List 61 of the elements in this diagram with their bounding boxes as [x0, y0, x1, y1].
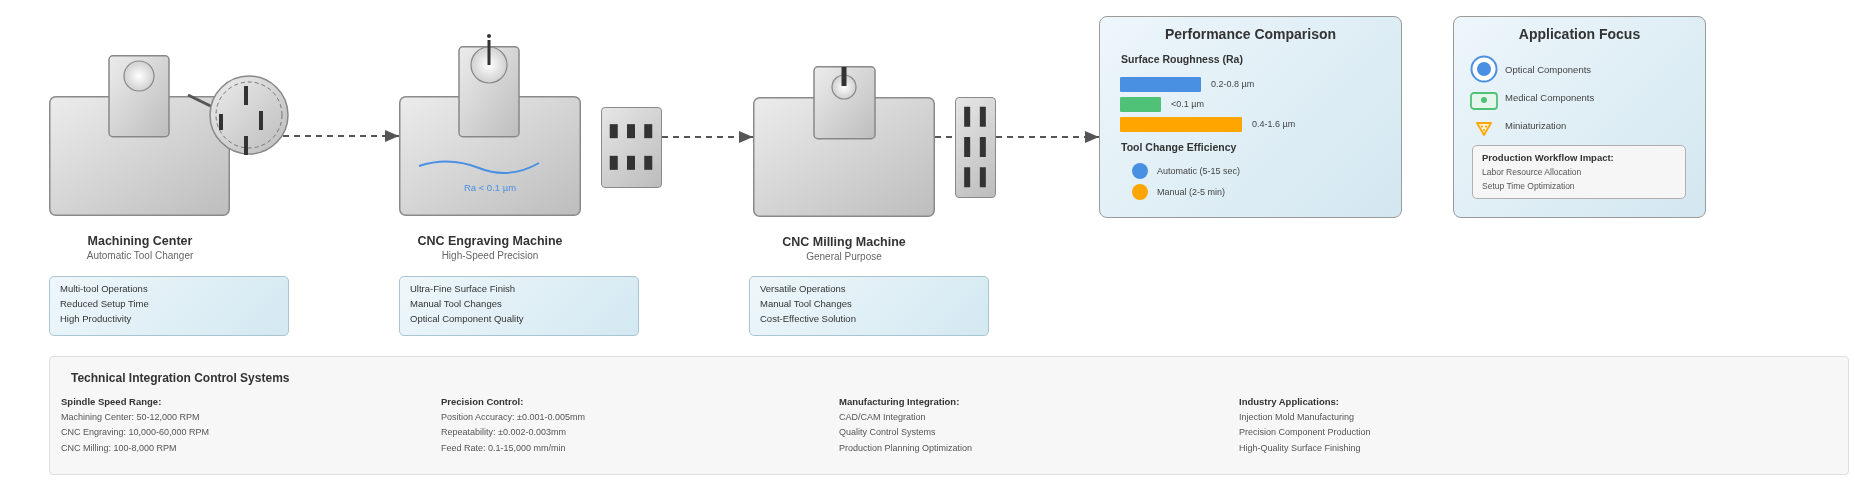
machine-title: Machining Center — [87, 233, 193, 249]
panel-title: Technical Integration Control Systems — [71, 371, 290, 385]
feature-text: Ultra-Fine Surface Finish — [410, 282, 517, 296]
tool-rack — [955, 97, 996, 198]
legend-label: Automatic (5-15 sec) — [1157, 166, 1241, 176]
bar-value-label: <0.1 µm — [1171, 99, 1204, 109]
column-text: Repeatability: ±0.002-0.003mm — [441, 427, 566, 437]
column-text: Machining Center: 50-12,000 RPM — [61, 411, 200, 422]
column-text: Production Planning Optimization — [839, 442, 973, 453]
feature-text: Manual Tool Changes — [410, 297, 503, 311]
feature-list-box — [49, 276, 289, 336]
feature-list-box — [399, 276, 639, 336]
column-heading: Industry Applications: — [1239, 396, 1339, 407]
section-heading: Tool Change Efficiency — [1121, 141, 1237, 153]
column-heading: Spindle Speed Range: — [61, 396, 162, 407]
column-text: Position Accuracy: ±0.001-0.005mm — [441, 411, 585, 422]
column-text: Injection Mold Manufacturing — [1239, 411, 1355, 422]
column-text: Precision Component Production — [1239, 427, 1371, 437]
impact-text: Labor Resource Allocation — [1482, 166, 1583, 179]
performance-panel — [1099, 16, 1402, 218]
column-text: High-Quality Surface Finishing — [1239, 442, 1361, 453]
column-heading: Precision Control: — [441, 396, 524, 407]
feature-text: Multi-tool Operations — [60, 282, 149, 296]
column-text: CNC Milling: 100-8,000 RPM — [61, 442, 177, 453]
machine-subtitle: Automatic Tool Changer — [86, 249, 194, 263]
bar-value-label: 0.2-0.8 µm — [1211, 79, 1255, 89]
application-label: Medical Components — [1505, 92, 1595, 103]
column-text: Feed Rate: 0.1-15,000 mm/min — [441, 442, 566, 453]
column-heading: Manufacturing Integration: — [839, 396, 960, 407]
machine-title: CNC Milling Machine — [782, 234, 906, 250]
application-panel — [1453, 16, 1706, 218]
application-label: Optical Components — [1505, 64, 1592, 75]
tool-changer-drum — [209, 75, 289, 155]
tool-rack — [601, 107, 662, 188]
panel-title: Performance Comparison — [1163, 26, 1338, 42]
feature-text: Cost-Effective Solution — [760, 312, 857, 326]
dashed-arrow — [661, 131, 754, 143]
impact-heading: Production Workflow Impact: — [1482, 151, 1615, 165]
dashed-arrow — [282, 130, 400, 142]
feature-text: Optical Component Quality — [410, 312, 525, 326]
feature-text: High Productivity — [60, 312, 133, 326]
column-text: CAD/CAM Integration — [839, 411, 926, 422]
feature-text: Versatile Operations — [760, 282, 847, 296]
application-label: Miniaturization — [1505, 120, 1567, 131]
machine-subtitle: High-Speed Precision — [441, 249, 539, 263]
legend-label: Manual (2-5 min) — [1157, 187, 1226, 197]
feature-text: Manual Tool Changes — [760, 297, 853, 311]
feature-list-box — [749, 276, 989, 336]
column-text: Quality Control Systems — [839, 427, 936, 437]
machine-title: CNC Engraving Machine — [417, 233, 563, 249]
technical-panel — [49, 356, 1849, 475]
panel-title: Application Focus — [1517, 26, 1642, 42]
section-heading: Surface Roughness (Ra) — [1121, 53, 1243, 65]
roughness-label: Ra < 0.1 µm — [463, 182, 517, 193]
impact-text: Setup Time Optimization — [1482, 180, 1576, 193]
workflow-impact-box — [1472, 145, 1686, 199]
dashed-arrow — [995, 131, 1100, 143]
column-text: CNC Engraving: 10,000-60,000 RPM — [61, 427, 210, 437]
feature-text: Reduced Setup Time — [60, 297, 150, 311]
machine-subtitle: General Purpose — [806, 250, 882, 264]
bar-value-label: 0.4-1.6 µm — [1252, 119, 1296, 129]
